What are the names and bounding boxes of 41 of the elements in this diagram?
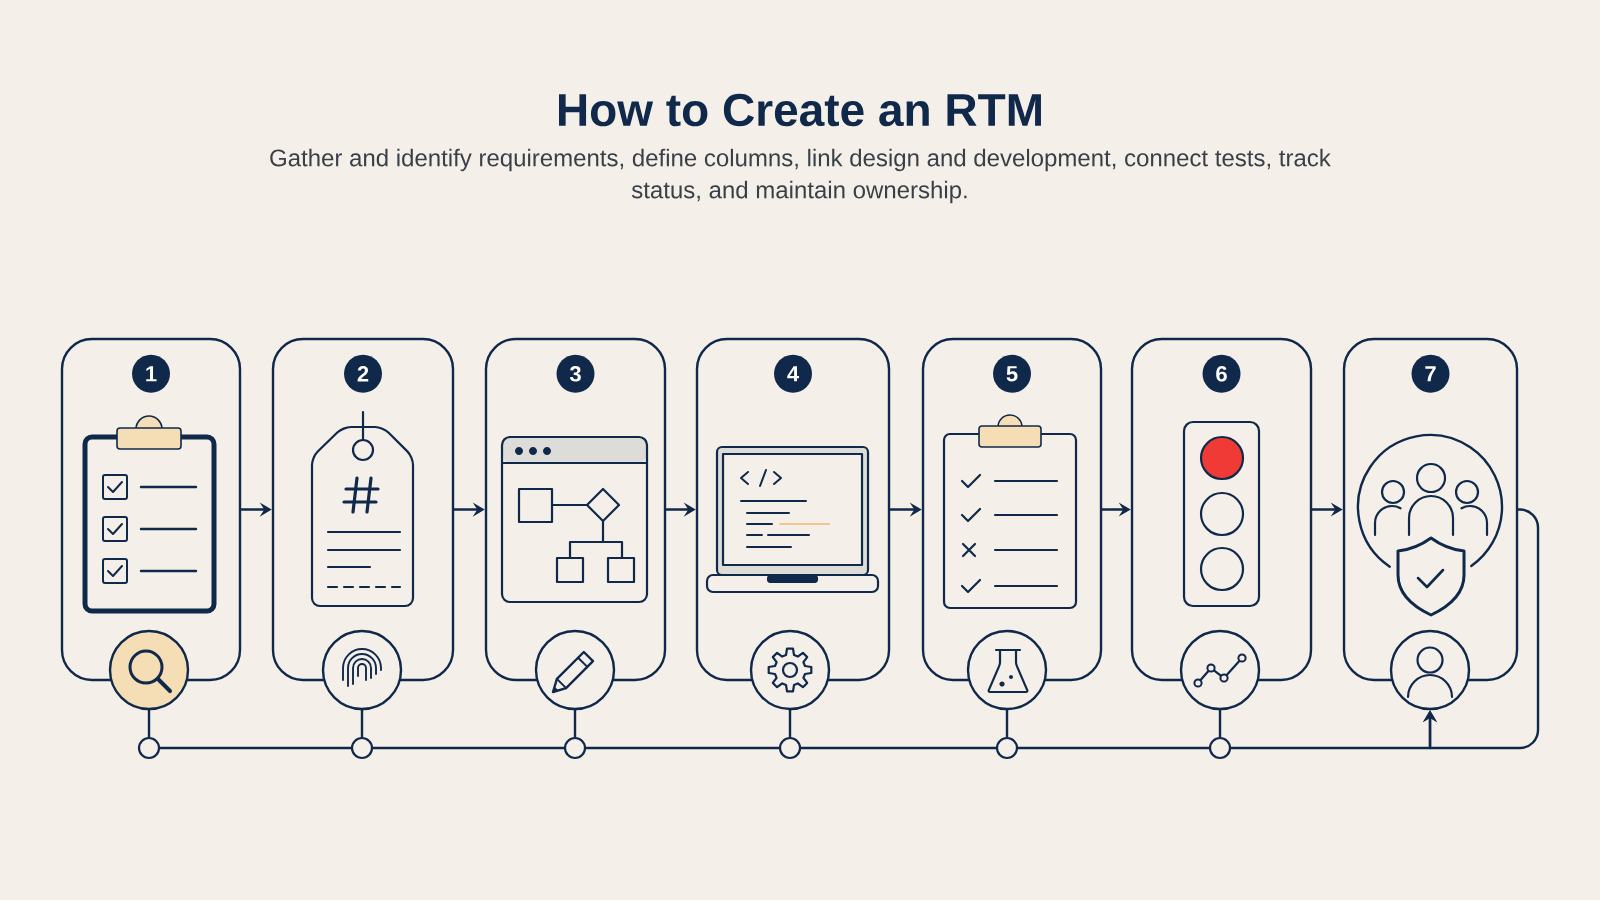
step-card	[1130, 337, 1313, 682]
number-badge: 7	[1411, 354, 1450, 393]
connector-line	[1005, 709, 1009, 739]
number-badge: 1	[132, 354, 170, 393]
title: How to Create an RTM	[559, 93, 1041, 127]
step-card	[271, 337, 455, 682]
icon-circle	[108, 629, 190, 711]
number-badge: 5	[993, 354, 1031, 393]
connector-line	[158, 746, 353, 750]
step-card	[695, 337, 891, 682]
step-card	[60, 337, 242, 682]
connector-line	[788, 709, 792, 739]
junction-circle	[137, 736, 161, 760]
step-card	[921, 337, 1103, 682]
junction-circle	[563, 736, 587, 760]
connector-line	[1016, 746, 1211, 750]
icon-circle	[749, 629, 831, 711]
connector-line	[573, 709, 577, 739]
junction-circle	[1208, 736, 1232, 760]
connector-line	[584, 746, 781, 750]
number-badge: 3	[556, 354, 595, 393]
icon-circle	[1389, 629, 1471, 711]
connector-line	[1218, 709, 1222, 739]
icon-circle	[321, 629, 403, 711]
junction-circle	[778, 736, 802, 760]
connector-line	[371, 746, 566, 750]
step-card	[1342, 337, 1519, 682]
subtitle: Gather and identify requirements, define columns, link design and development, connect tests, track status, and maintain ownership.	[270, 148, 1331, 204]
junction-circle	[995, 736, 1019, 760]
icon-circle	[1179, 629, 1261, 711]
connector-line	[360, 709, 364, 739]
number-badge: 6	[1202, 354, 1241, 393]
step-card	[484, 337, 667, 682]
arrow	[1422, 508, 1540, 750]
number-badge: 2	[344, 354, 382, 393]
connector-line	[147, 709, 151, 739]
junction-circle	[350, 736, 374, 760]
number-badge: 4	[774, 354, 812, 393]
icon-circle	[966, 629, 1048, 711]
connector-line	[799, 746, 998, 750]
icon-circle	[534, 629, 616, 711]
